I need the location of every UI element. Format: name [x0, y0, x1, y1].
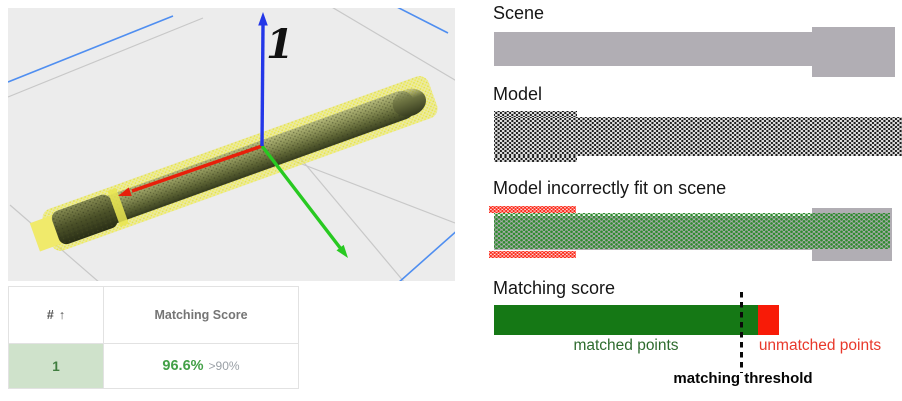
axes-widget [118, 12, 348, 258]
pen-tip [392, 88, 426, 117]
viewport-3d[interactable]: 1 [7, 5, 461, 284]
pen-cap-noise [51, 194, 118, 245]
grid-line-blue [397, 227, 461, 284]
grid-line-blue [7, 15, 174, 83]
z-axis-arrowhead [258, 12, 268, 26]
z-axis-arrow [260, 24, 265, 147]
header-cell-index[interactable]: # ↑ [9, 287, 104, 343]
unmatched-points-bar [758, 305, 779, 335]
matching-score-label: Matching score [493, 278, 616, 298]
matched-points-bar [494, 305, 758, 335]
grid-line [7, 17, 204, 98]
y-axis-arrow [260, 144, 343, 251]
results-table: # ↑ Matching Score 1 96.6% >90% [8, 286, 299, 389]
matched-points-caption: matched points [573, 337, 679, 354]
table-row[interactable]: 1 96.6% >90% [9, 344, 298, 388]
fit-unmatched-points-top [489, 206, 576, 213]
point-cloud-pen [29, 76, 438, 252]
model-bar [494, 117, 902, 156]
fit-matched-points-overlay [494, 213, 890, 249]
matching-threshold-line [740, 292, 743, 373]
sort-ascending-icon: ↑ [58, 308, 66, 322]
table-header-row: # ↑ Matching Score [9, 287, 298, 344]
header-cell-score[interactable]: Matching Score [104, 287, 298, 343]
annotation-1: 1 [266, 21, 294, 68]
pen-shaft-noise [59, 90, 416, 238]
grid-line [284, 139, 406, 284]
x-axis-arrow [131, 144, 263, 193]
scene-label: Scene [493, 3, 545, 23]
unmatched-points-caption: unmatched points [758, 337, 882, 354]
x-axis-arrowhead [118, 187, 132, 196]
scene-bar-thick-end [812, 27, 895, 77]
point-cloud-canvas: 1 [7, 5, 461, 284]
grid-line [329, 5, 461, 84]
fit-unmatched-points-bottom [489, 251, 576, 258]
score-criterion: >90% [208, 359, 240, 373]
grid-line-blue [394, 5, 449, 34]
matching-score-value: 96.6% [162, 358, 204, 374]
y-axis-arrowhead [336, 244, 348, 258]
model-label: Model [493, 84, 543, 104]
score-column-label: Matching Score [154, 308, 248, 322]
row-index-cell: 1 [9, 344, 104, 388]
index-column-label: # [46, 308, 54, 322]
matching-threshold-caption: matching threshold [673, 370, 813, 387]
pen-yellow-ring [107, 187, 129, 227]
scene-bar [494, 32, 812, 66]
incorrect-fit-label: Model incorrectly fit on scene [493, 178, 727, 198]
row-score-cell: 96.6% >90% [104, 344, 298, 388]
